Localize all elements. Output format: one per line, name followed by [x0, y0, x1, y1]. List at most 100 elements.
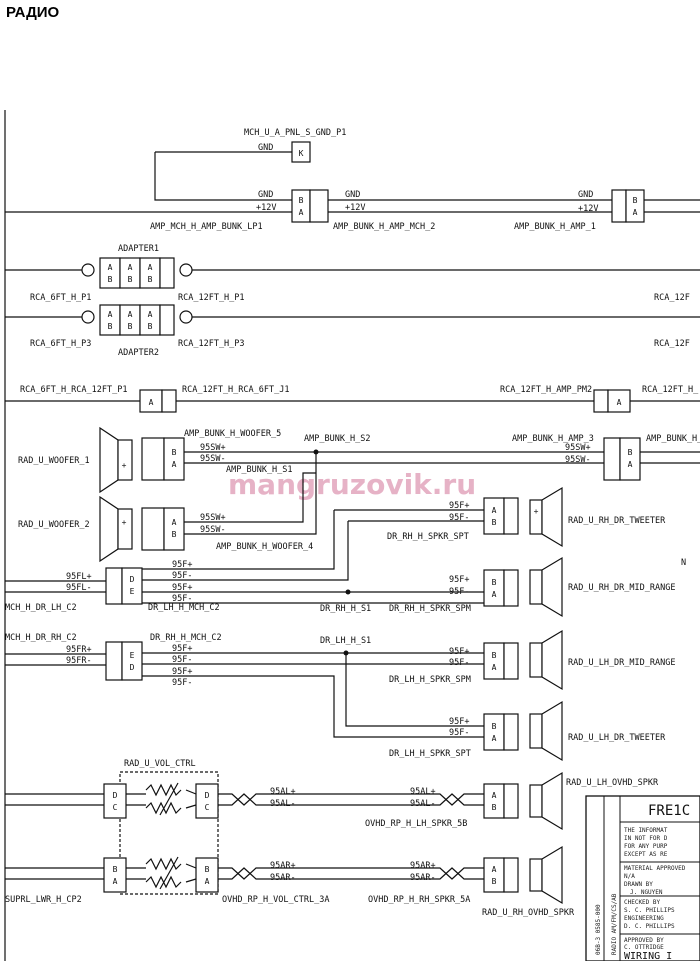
title-block-drawing-number: 06B-3 0585-000	[595, 904, 602, 955]
label-gnd-mid: GND	[345, 190, 360, 200]
label-95fl-minus: 95FL-	[66, 583, 92, 593]
label-rad-vol-ctrl: RAD_U_VOL_CTRL	[124, 759, 196, 769]
svg-text:CHECKED BY: CHECKED BY	[624, 899, 661, 906]
label-rca-6ft-rca12-p1: RCA_6FT_H_RCA_12FT_P1	[20, 385, 127, 395]
svg-text:+: +	[534, 507, 539, 516]
label-12v-mid: +12V	[345, 203, 365, 213]
svg-text:B: B	[299, 196, 304, 205]
label-mch-gnd: MCH_U_A_PNL_S_GND_P1	[244, 128, 346, 138]
rca-plug-left-1	[81, 263, 95, 277]
rh-overhead-speaker	[541, 845, 563, 905]
connector-dr-rh-spm	[483, 569, 505, 607]
svg-text:THE INFORMAT: THE INFORMAT	[624, 827, 668, 834]
label-95f-minus-rm: 95F-	[449, 587, 469, 597]
rh-door-tweeter-speaker	[541, 486, 563, 548]
svg-text:B: B	[108, 275, 113, 284]
lh-door-tweeter-speaker	[541, 700, 563, 762]
svg-text:B: B	[148, 322, 153, 331]
connector-woofer-5	[163, 437, 185, 481]
svg-text:C: C	[205, 803, 210, 812]
label-95f-plus-lt: 95F+	[449, 717, 469, 727]
label-95f-minus-c: 95F-	[172, 655, 192, 665]
label-dr-rh-s1: DR_RH_H_S1	[320, 604, 371, 614]
label-95f-plus-c: 95F+	[172, 644, 192, 654]
svg-text:B: B	[113, 865, 118, 874]
svg-text:A: A	[128, 310, 133, 319]
label-95f-plus-d: 95F+	[172, 667, 192, 677]
svg-text:A: A	[172, 518, 177, 527]
rca-plug-right-1	[179, 263, 193, 277]
label-95f-minus-rt: 95F-	[449, 513, 469, 523]
svg-text:B: B	[205, 865, 210, 874]
svg-text:D. C. PHILLIPS: D. C. PHILLIPS	[624, 923, 675, 930]
label-dr-lh-spkr-spt: DR_LH_H_SPKR_SPT	[389, 749, 471, 759]
svg-text:A: A	[108, 310, 113, 319]
label-rca-12-short-2: RCA_12F	[654, 339, 690, 349]
svg-text:B: B	[172, 448, 177, 457]
woofer-2-speaker	[99, 495, 119, 563]
svg-text:D: D	[130, 663, 135, 672]
watermark: mangruzovik.ru	[228, 468, 476, 501]
label-95al-plus-b: 95AL+	[410, 787, 436, 797]
label-95sw-minus-2: 95SW-	[200, 525, 226, 535]
title-block: FRE1C THE INFORMAT IN NOT FOR D FOR ANY …	[585, 795, 700, 961]
label-gnd-right: GND	[578, 190, 593, 200]
svg-text:A: A	[492, 865, 497, 874]
label-amp-mch-bunk-p1: AMP_MCH_H_AMP_BUNK_LP1	[150, 222, 263, 232]
connector-mch-lh-c2	[121, 567, 143, 605]
svg-text:J. NGUYEN: J. NGUYEN	[630, 889, 663, 896]
label-dr-rh-spkr-spt: DR_RH_H_SPKR_SPT	[387, 532, 469, 542]
svg-text:EXCEPT AS RE: EXCEPT AS RE	[624, 851, 668, 858]
lh-door-section: MCH_H_DR_RH_C2 DR_RH_H_MCH_C2 95FR+ 95FR…	[5, 629, 675, 762]
label-amp-bunk-short: AMP_BUNK_H_AM	[646, 434, 700, 444]
label-rca-12-short: RCA_12F	[654, 293, 690, 303]
rca-plug-right-2	[179, 310, 193, 324]
svg-text:FOR ANY PURP: FOR ANY PURP	[624, 843, 668, 850]
lh-door-midrange-speaker	[541, 629, 563, 691]
label-mch-dr-rh-c2: MCH_H_DR_RH_C2	[5, 633, 77, 643]
title-block-drawing-name: RADIO AM/FM/CS/AB	[611, 893, 618, 955]
svg-text:A: A	[205, 877, 210, 886]
svg-text:B: B	[492, 578, 497, 587]
svg-text:WIRING I: WIRING I	[624, 951, 672, 961]
label-95sw-minus-1: 95SW-	[200, 454, 226, 464]
label-adapter1: ADAPTER1	[118, 244, 159, 254]
label-ovhd-vol-ctrl-3a: OVHD_RP_H_VOL_CTRL_3A	[222, 895, 329, 905]
twisted-pair-al	[218, 793, 484, 806]
svg-text:A: A	[172, 460, 177, 469]
svg-text:A: A	[108, 263, 113, 272]
label-rad-woofer1: RAD_U_WOOFER_1	[18, 456, 90, 466]
label-95fr-minus: 95FR-	[66, 656, 92, 666]
twisted-pair-ar	[218, 867, 484, 880]
label-95sw-plus-r: 95SW+	[565, 443, 591, 453]
connector-dr-lh-spm	[483, 642, 505, 680]
connector-amp-mch-p1-mate	[309, 189, 329, 223]
label-95ar-plus-a: 95AR+	[270, 861, 296, 871]
svg-text:A: A	[633, 208, 638, 217]
rh-door-section: 95F+ 95F- A B + DR_RH_H_SPKR_SPT RAD_U_R…	[5, 486, 686, 618]
connector-ovhd-5b	[483, 783, 505, 819]
label-mch-dr-lh-c2: MCH_H_DR_LH_C2	[5, 603, 77, 613]
rca-inline-connectors: RCA_6FT_H_RCA_12FT_P1 A RCA_12FT_H_RCA_6…	[5, 385, 700, 413]
connector-woofer-4	[163, 507, 185, 551]
label-dr-lh-s1: DR_LH_H_S1	[320, 636, 371, 646]
svg-text:DRAWN BY: DRAWN BY	[624, 881, 653, 888]
label-95f-minus-b: 95F-	[172, 594, 192, 604]
rh-door-midrange-speaker	[541, 556, 563, 618]
svg-text:A: A	[149, 398, 154, 407]
label-suprl-cp2: SUPRL_LWR_H_CP2	[5, 895, 82, 905]
label-amp-bunk-s2: AMP_BUNK_H_S2	[304, 434, 371, 444]
svg-text:D: D	[130, 575, 135, 584]
svg-text:A: A	[492, 791, 497, 800]
label-rad-rh-dr-tweeter: RAD_U_RH_DR_TWEETER	[568, 516, 666, 526]
svg-text:B: B	[492, 518, 497, 527]
page-title: РАДИО	[6, 4, 60, 21]
label-95al-plus-a: 95AL+	[270, 787, 296, 797]
label-12v-right: +12V	[578, 204, 598, 214]
label-95f-minus-a: 95F-	[172, 571, 192, 581]
label-dr-rh-spkr-spm: DR_RH_H_SPKR_SPM	[389, 604, 471, 614]
label-95f-minus-lt: 95F-	[449, 728, 469, 738]
label-rca-12ft-amp-short: RCA_12FT_H_	[642, 385, 699, 395]
label-adapter2: ADAPTER2	[118, 348, 159, 358]
